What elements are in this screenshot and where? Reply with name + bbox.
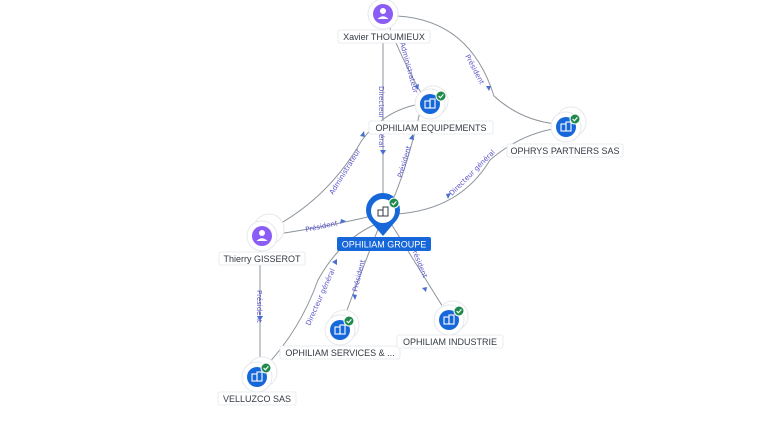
nodes-layer: Xavier THOUMIEUX OPHILIAM EQUIPEMENTS [217,0,624,406]
check-badge-icon [343,315,355,327]
node-velluzco-sas[interactable]: VELLUZCO SAS [217,356,297,406]
node-label-services: OPHILIAM SERVICES & ... [285,348,394,358]
edge-label-groupe-services: Président [351,259,367,293]
check-badge-icon [569,113,581,125]
check-badge-icon [453,305,465,317]
node-label-ophrys: OPHRYS PARTNERS SAS [510,146,619,156]
node-label-velluzco: VELLUZCO SAS [223,394,291,404]
edge-label-xavier-groupe: Directeur général [377,86,385,147]
building-icon [439,310,459,330]
node-ophrys-partners[interactable]: OPHRYS PARTNERS SAS [506,106,624,158]
node-ophiliam-groupe[interactable]: OPHILIAM GROUPE [337,192,431,251]
node-ophiliam-equipements[interactable]: OPHILIAM EQUIPEMENTS [368,85,494,135]
edges-layer: Directeur général Administrateur Préside… [255,15,559,367]
person-icon [252,226,272,246]
check-badge-icon [260,362,272,374]
node-thierry-gisserot[interactable]: Thierry GISSEROT [218,213,306,266]
check-badge-icon [388,197,400,209]
node-label-industrie: OPHILIAM INDUSTRIE [403,337,497,347]
building-icon [377,206,389,217]
edge-label-thierry-groupe: Président [305,219,339,234]
node-label-groupe: OPHILIAM GROUPE [342,240,427,250]
node-xavier-thoumieux[interactable]: Xavier THOUMIEUX [337,0,431,44]
node-label-xavier: Xavier THOUMIEUX [343,32,425,42]
building-icon [247,367,267,387]
person-icon [373,4,393,24]
building-icon [330,320,350,340]
edge-label-thierry-equipements: Administrateur [328,147,362,196]
edge-thierry-velluzco: Président [255,250,263,358]
edge-groupe-ophrys: Directeur général [395,127,559,215]
edge-label-thierry-velluzco: Président [255,290,263,323]
check-badge-icon [435,90,447,102]
node-label-equipements: OPHILIAM EQUIPEMENTS [375,123,486,133]
node-ophiliam-industrie[interactable]: OPHILIAM INDUSTRIE [396,300,504,349]
edge-label-xavier-ophrys: Président [463,53,486,86]
node-label-thierry: Thierry GISSEROT [223,254,301,264]
building-icon [420,94,440,114]
edge-groupe-industrie: Président [389,221,447,313]
node-ophiliam-services[interactable]: OPHILIAM SERVICES & ... [279,309,401,360]
edge-thierry-groupe: Président [277,215,373,235]
edge-label-groupe-equipements: Président [396,145,413,179]
edge-xavier-groupe: Directeur général [377,30,386,198]
edge-label-groupe-ophrys: Directeur général [448,148,497,197]
